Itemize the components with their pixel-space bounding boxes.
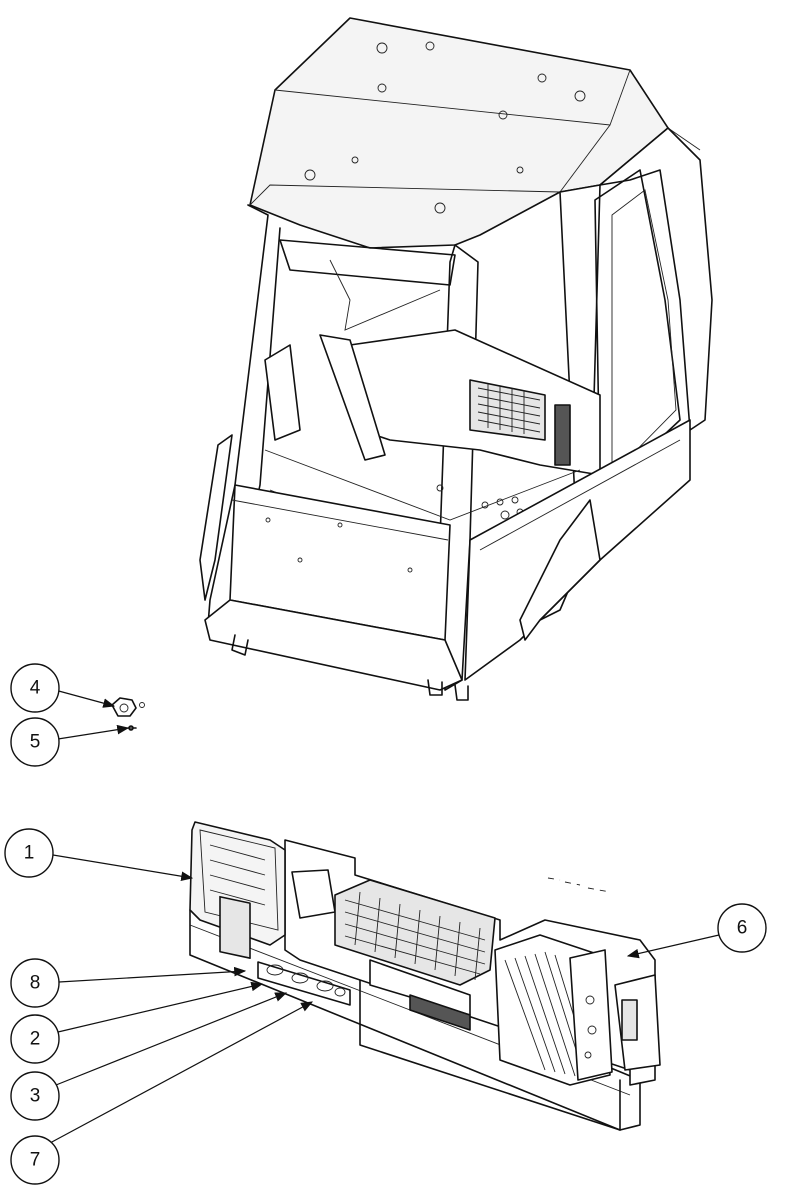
callout-4-circle <box>10 663 60 713</box>
callout-5-circle <box>10 717 60 767</box>
fuse-relay-block <box>334 879 496 986</box>
callout-6-label: 6 <box>737 918 748 939</box>
callout-1-circle <box>4 828 54 878</box>
part-4-bracket <box>111 697 145 717</box>
callout-5-label: 5 <box>30 732 41 753</box>
callout-6-circle <box>717 903 767 953</box>
callout-7-circle <box>10 1135 60 1185</box>
callout-3-circle <box>10 1071 60 1121</box>
cab-base-frame <box>204 599 463 691</box>
callout-1-label: 1 <box>24 843 35 864</box>
roof-mount-holes <box>304 41 586 214</box>
callout-2-circle <box>10 1014 60 1064</box>
callout-4-label: 4 <box>30 678 41 699</box>
callout-7-label: 7 <box>30 1150 41 1171</box>
cab-roof <box>249 17 669 249</box>
callouts: 4 5 1 8 2 3 7 6 <box>4 663 767 1185</box>
part-5-screw <box>127 725 137 731</box>
electrical-panel-assembly <box>189 821 661 1131</box>
cab-right-frame <box>599 127 713 431</box>
relay-housing <box>291 869 336 919</box>
callout-8-circle <box>10 958 60 1008</box>
operator-cab <box>199 17 713 701</box>
callout-3-label: 3 <box>30 1086 41 1107</box>
callout-2-label: 2 <box>30 1029 41 1050</box>
callout-8-label: 8 <box>30 973 41 994</box>
